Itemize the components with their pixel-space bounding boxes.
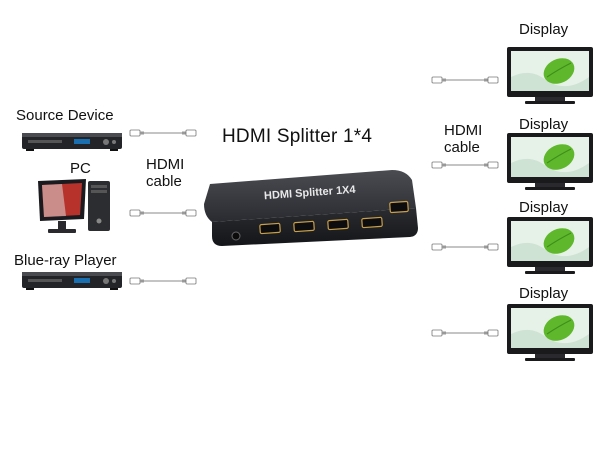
hdmi-cable-icon [431,160,499,170]
hdmi-cable-icon [129,276,197,286]
hdmi-cable-icon [431,75,499,85]
source-label-source-device: Source Device [16,107,114,124]
input-cable-label-line2: cable [146,172,182,190]
blu-ray-player-icon [22,270,122,290]
monitor-icon [507,133,593,191]
monitor-icon [507,217,593,275]
output-cable-label-line1: HDMI [444,122,483,139]
hdmi-cable-icon [431,242,499,252]
output-cable-label-line2: cable [444,138,480,156]
hdmi-splitter-device: HDMI Splitter 1X4 [202,166,420,248]
hdmi-cable-icon [431,328,499,338]
monitor-icon [507,47,593,105]
pc-icon [36,177,112,237]
dvd-player-icon [22,131,122,151]
display-label-3: Display [519,199,569,216]
hdmi-cable-icon [129,128,197,138]
source-label-blu-ray-player: Blue-ray Player [14,252,117,269]
source-label-pc: PC [70,160,91,177]
input-cable-label: HDMI cable [146,156,185,190]
diagram-title: HDMI Splitter 1*4 [222,126,373,147]
display-label-1: Display [519,21,569,38]
output-cable-label: HDMI cable [444,122,483,156]
monitor-icon [507,304,593,362]
input-cable-label-line1: HDMI [146,156,185,173]
hdmi-cable-icon [129,208,197,218]
display-label-2: Display [519,116,569,133]
display-label-4: Display [519,285,569,302]
